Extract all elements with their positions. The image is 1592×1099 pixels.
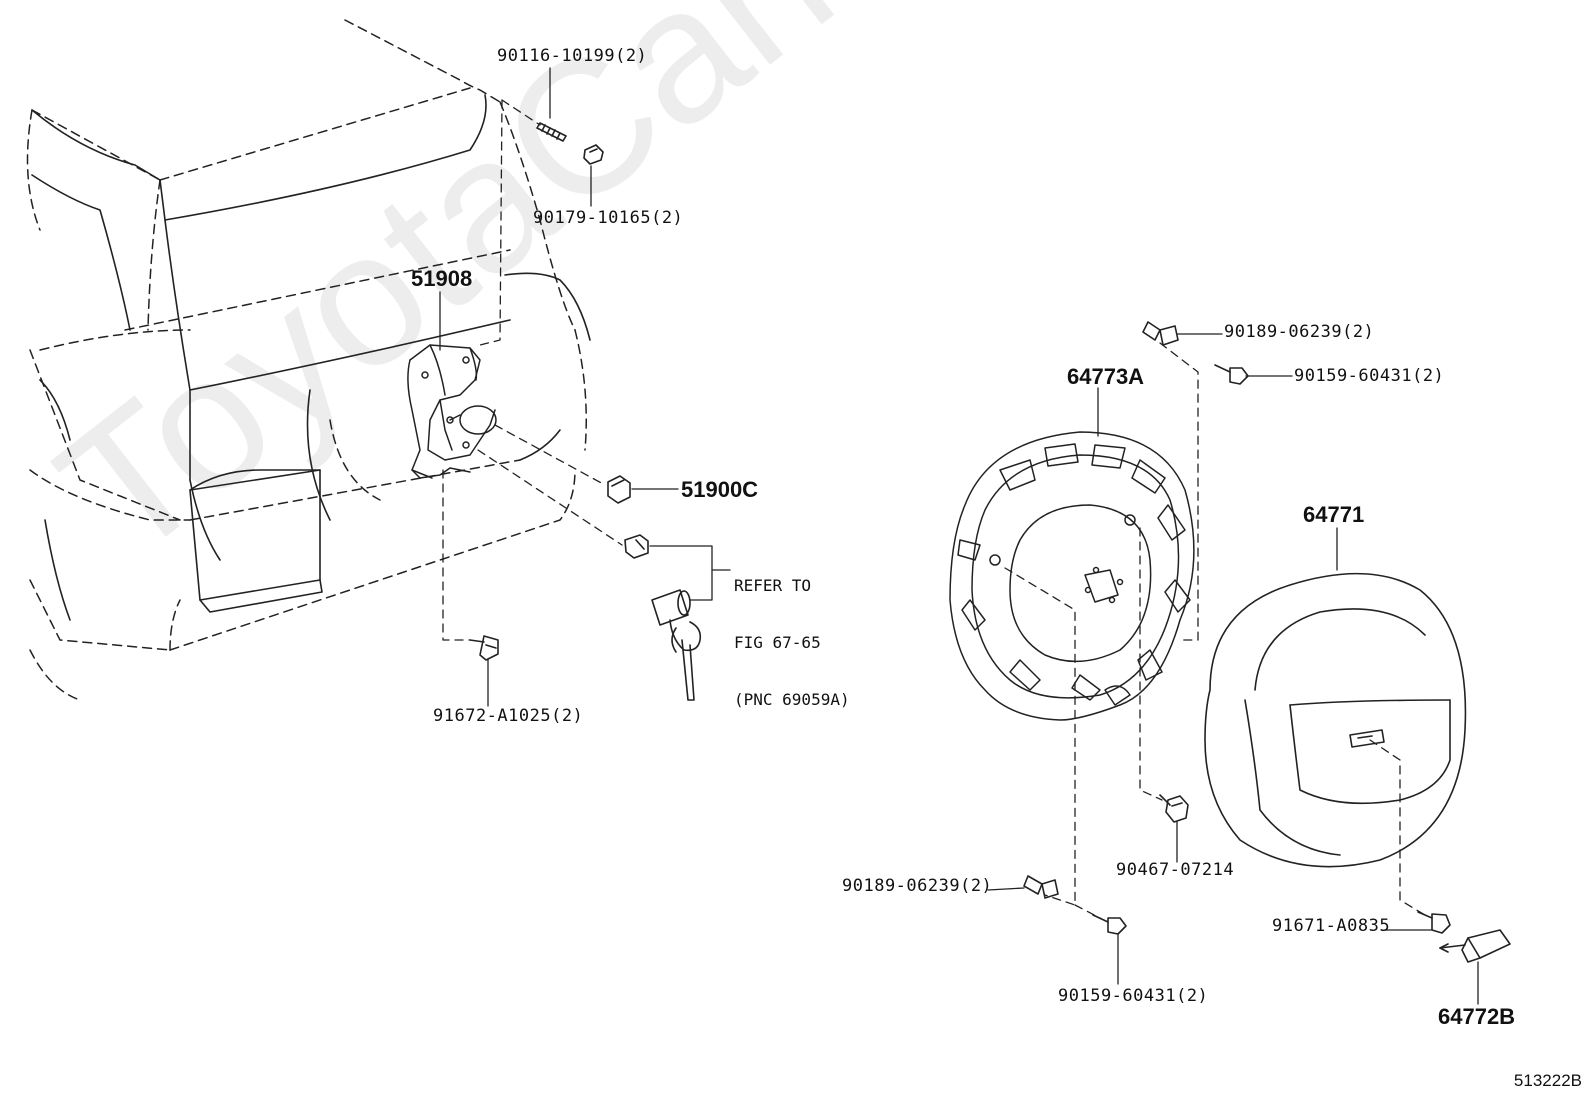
- stud-bolt-90116: [536, 122, 567, 142]
- cap-64772b: [1439, 929, 1511, 963]
- label-64771[interactable]: 64771: [1303, 502, 1365, 527]
- spare-tire-cover-64771: [1204, 572, 1467, 868]
- label-90189-06239-bottom[interactable]: 90189-06239(2): [842, 876, 993, 896]
- bolt-90467: [1159, 794, 1189, 823]
- label-64773a[interactable]: 64773A: [1067, 364, 1145, 389]
- label-90159-60431-top[interactable]: 90159-60431(2): [1294, 366, 1445, 386]
- bracket-reference-lines: [442, 99, 623, 641]
- bolt-90159-top: [1214, 364, 1249, 385]
- clip-90189-bottom: [1023, 875, 1059, 899]
- refer-note: REFER TO FIG 67-65 (PNC 69059A): [734, 538, 850, 747]
- carrier-reference-lines: [1004, 342, 1426, 919]
- figure-number: 513222B: [1513, 1071, 1582, 1090]
- carrier-leader-lines: [987, 333, 1479, 1005]
- label-90179-10165[interactable]: 90179-10165(2): [533, 208, 684, 228]
- bracket-leader-lines: [439, 67, 731, 707]
- label-90467-07214[interactable]: 90467-07214: [1116, 860, 1235, 880]
- refer-note-line2: FIG 67-65: [734, 633, 821, 652]
- vehicle-rear-outline: [26, 19, 587, 701]
- nut-90179: [583, 144, 604, 165]
- tire-carrier-64773a: [949, 431, 1195, 721]
- bolt-91672: [469, 635, 499, 661]
- label-90116-10199[interactable]: 90116-10199(2): [497, 46, 648, 66]
- nut-51900c: [607, 475, 631, 504]
- label-90189-06239-top[interactable]: 90189-06239(2): [1224, 322, 1375, 342]
- label-91672-a1025[interactable]: 91672-A1025(2): [433, 706, 584, 726]
- bolt-91671: [1417, 911, 1451, 934]
- bolt-90159-bottom: [1092, 914, 1127, 935]
- clip-90189-top: [1142, 321, 1179, 346]
- label-91671-a0835[interactable]: 91671-A0835: [1272, 916, 1391, 936]
- label-51900c[interactable]: 51900C: [681, 477, 759, 502]
- label-51908[interactable]: 51908: [411, 266, 473, 291]
- label-64772b[interactable]: 64772B: [1438, 1004, 1516, 1029]
- label-90159-60431-bottom[interactable]: 90159-60431(2): [1058, 986, 1209, 1006]
- vehicle-body-lines: [31, 94, 591, 621]
- refer-note-line1: REFER TO: [734, 576, 812, 595]
- lock-cylinder: [624, 534, 702, 701]
- spare-tire-bracket-51908: [407, 344, 497, 479]
- refer-note-line3: (PNC 69059A): [734, 690, 850, 709]
